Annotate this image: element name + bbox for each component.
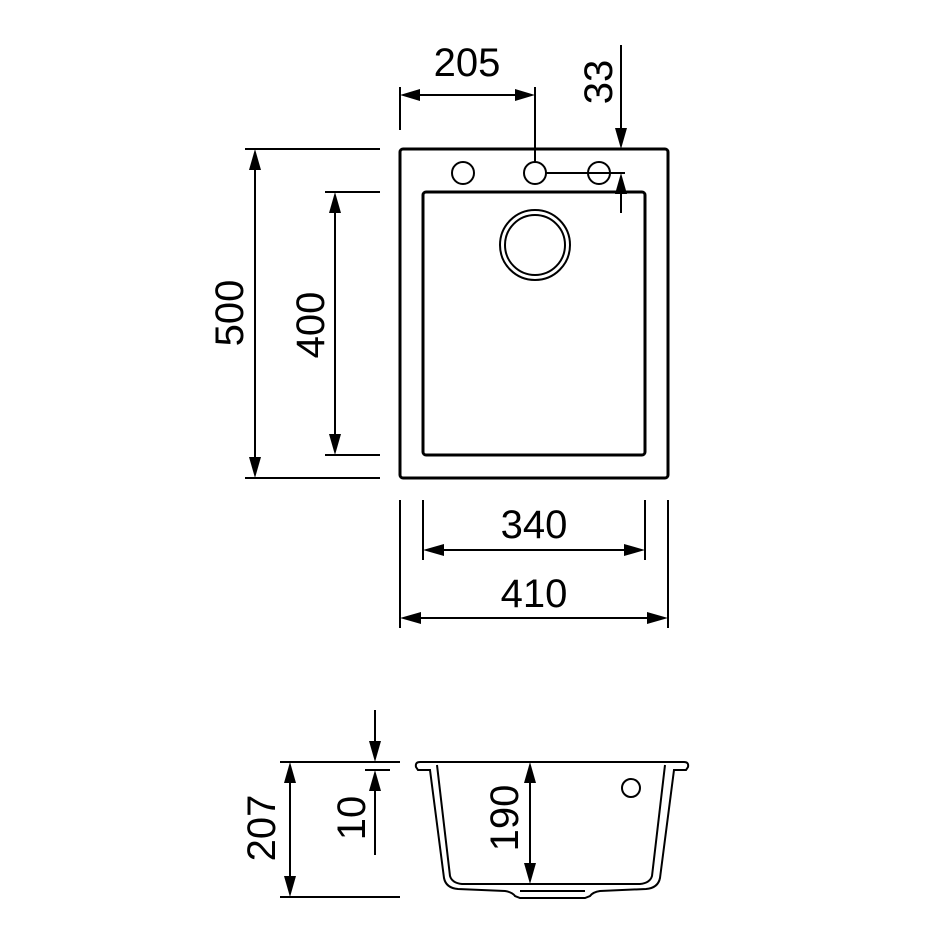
dimension-10: 10	[330, 710, 390, 855]
dimension-33: 33	[546, 45, 627, 213]
dim-label-340: 340	[501, 503, 568, 547]
dimension-400: 400	[289, 191, 380, 456]
dim-label-33: 33	[577, 60, 621, 105]
dim-label-190: 190	[483, 785, 527, 852]
dim-label-205: 205	[434, 41, 501, 85]
dimension-205: 205	[399, 41, 536, 162]
drain-inner	[504, 214, 566, 276]
tap-hole-left	[451, 161, 475, 185]
dimension-207: 207	[240, 761, 400, 898]
dimension-190: 190	[483, 762, 536, 884]
dim-label-10: 10	[330, 796, 374, 841]
dimension-410: 410	[399, 500, 669, 628]
dim-label-207: 207	[240, 795, 284, 862]
dim-label-400: 400	[289, 292, 333, 359]
top-view	[398, 147, 670, 480]
overflow-hole	[621, 778, 641, 798]
sink-profile-inner	[436, 764, 666, 885]
side-view	[414, 761, 690, 899]
bowl-outline	[421, 190, 647, 457]
sink-outline	[398, 147, 670, 480]
sink-profile-outer	[414, 761, 690, 899]
dimension-340: 340	[422, 500, 646, 560]
dimension-500: 500	[208, 148, 380, 479]
dim-label-500: 500	[208, 280, 252, 347]
drain-outer	[499, 209, 571, 281]
tap-hole-center	[523, 161, 547, 185]
dim-label-410: 410	[501, 572, 568, 616]
